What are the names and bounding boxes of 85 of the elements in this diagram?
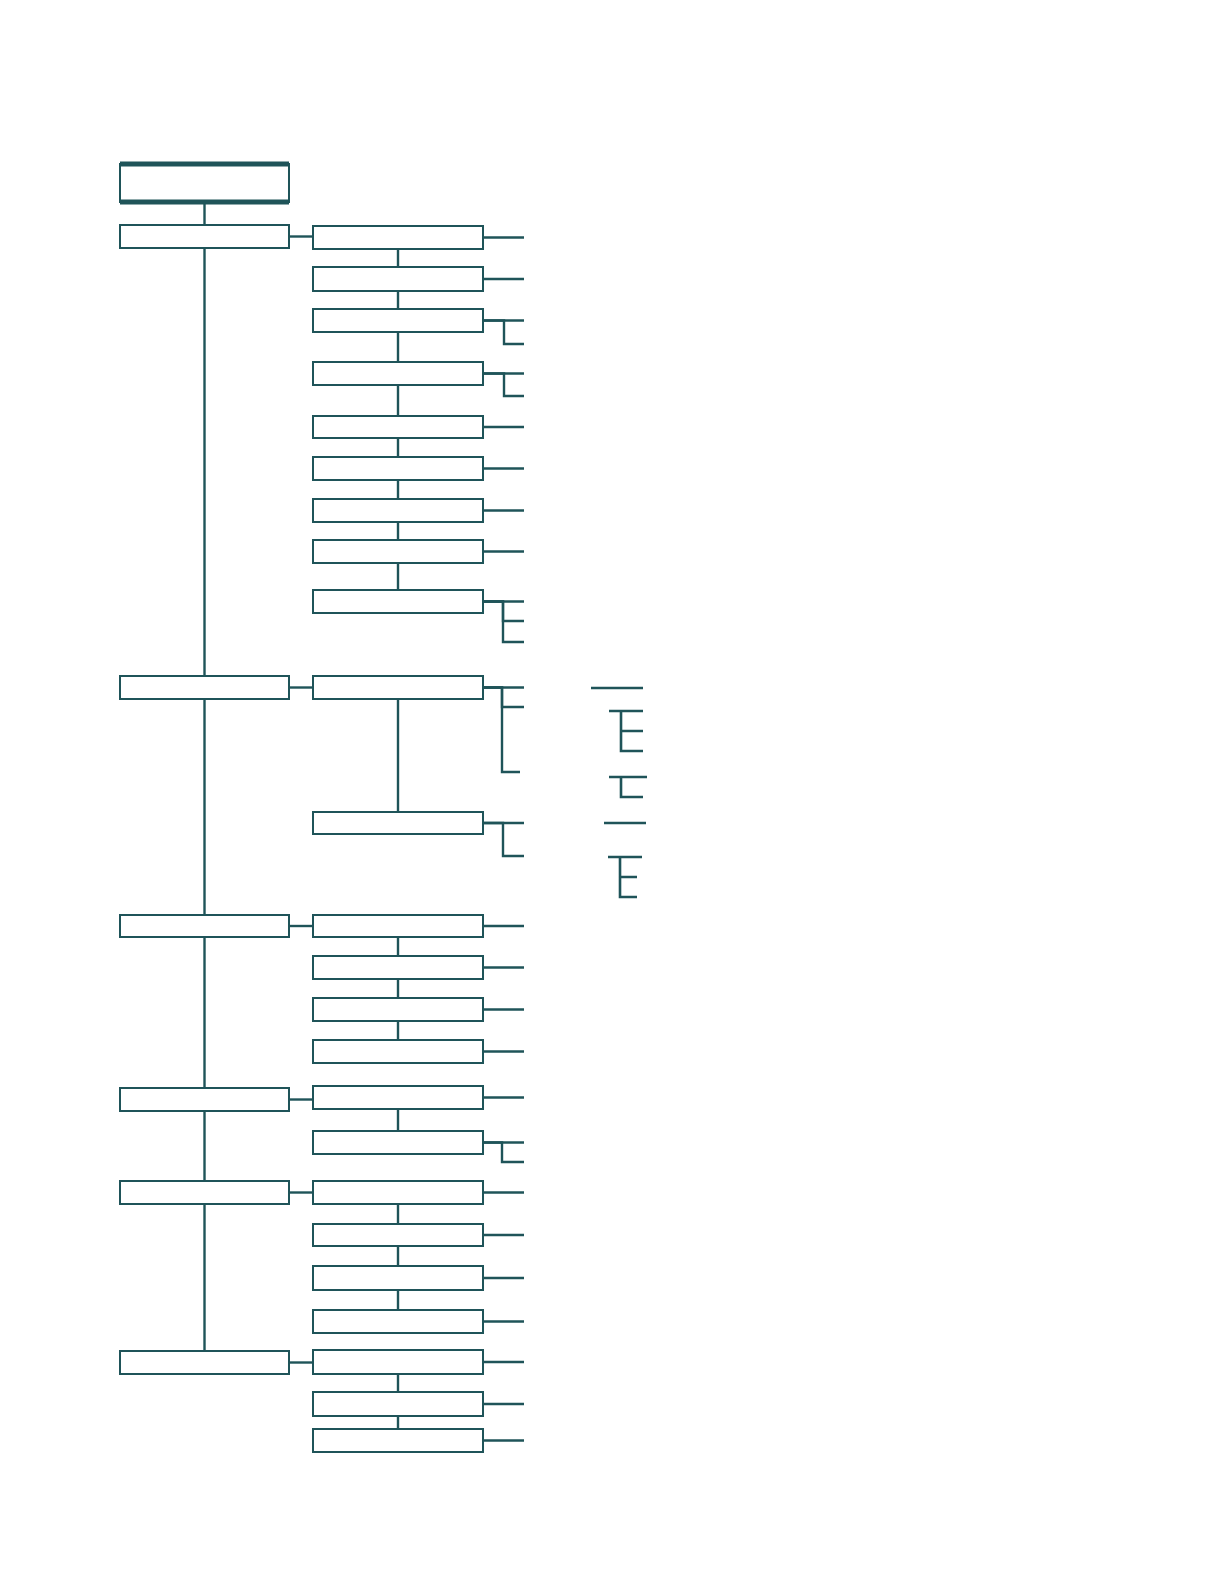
box	[312, 1180, 484, 1205]
connector-line	[203, 700, 206, 914]
connector-line	[203, 249, 206, 675]
connector-line	[484, 686, 520, 774]
connector-line	[484, 467, 524, 470]
connector-line	[484, 1360, 524, 1364]
connector-line	[484, 1050, 524, 1053]
connector-line	[484, 1096, 524, 1099]
connector-line	[484, 550, 524, 553]
box	[312, 914, 484, 938]
connector-line	[396, 700, 400, 811]
box	[312, 1130, 484, 1155]
connector-line	[396, 1205, 400, 1223]
box	[312, 589, 484, 614]
box	[312, 456, 484, 481]
box	[312, 997, 484, 1022]
title-box	[119, 161, 290, 205]
box	[119, 1350, 290, 1375]
connector-line	[396, 292, 400, 308]
box	[312, 266, 484, 292]
connector-line	[290, 686, 312, 689]
box	[312, 811, 484, 835]
connector-line	[484, 1233, 524, 1237]
connector-line	[484, 372, 524, 398]
connector-line	[290, 1191, 312, 1194]
connector-line	[484, 236, 524, 239]
box	[312, 1349, 484, 1375]
connector-line	[484, 425, 524, 429]
box	[312, 1223, 484, 1247]
connector-line	[290, 235, 312, 238]
connector-line	[396, 1375, 400, 1391]
connector-line	[484, 966, 524, 969]
box	[312, 1265, 484, 1291]
connector-line	[396, 439, 400, 456]
connector-line	[396, 386, 400, 415]
connector-line	[396, 250, 400, 266]
box	[312, 955, 484, 980]
connector-line	[203, 1112, 206, 1180]
connector-line	[484, 821, 524, 858]
connector-line	[396, 481, 400, 498]
box	[119, 1087, 290, 1112]
connector-line	[396, 564, 400, 589]
box	[312, 539, 484, 564]
connector-line	[484, 1276, 524, 1280]
connector-line	[484, 1191, 524, 1194]
connector-line	[484, 319, 524, 346]
connector-line	[396, 980, 400, 997]
box	[119, 675, 290, 700]
connector-line	[396, 1291, 400, 1309]
box	[312, 1085, 484, 1110]
connector-line	[484, 277, 524, 281]
box	[119, 1180, 290, 1205]
connector-line	[290, 1098, 312, 1101]
connector-line	[396, 523, 400, 539]
box	[119, 224, 290, 249]
connector-line	[396, 1110, 400, 1130]
connector-line	[484, 924, 524, 928]
box	[312, 1391, 484, 1417]
box	[312, 675, 484, 700]
box	[312, 308, 484, 333]
connector-line	[484, 1141, 524, 1164]
connector-line	[203, 938, 206, 1087]
connector-line	[203, 203, 206, 224]
connector-line	[484, 1320, 524, 1323]
connector-line	[396, 938, 400, 955]
connector-line	[290, 1361, 312, 1364]
connector-line	[396, 1417, 400, 1428]
connector-line	[396, 1247, 400, 1265]
box	[119, 914, 290, 938]
box	[312, 361, 484, 386]
box	[312, 225, 484, 250]
connector-line	[484, 1402, 524, 1406]
connector-line	[484, 1008, 524, 1011]
box	[312, 1039, 484, 1064]
connector-line	[396, 333, 400, 361]
box	[312, 498, 484, 523]
connector-line	[484, 600, 524, 644]
connector-line	[484, 1439, 524, 1442]
box	[312, 415, 484, 439]
box	[312, 1428, 484, 1453]
connector-line	[290, 924, 312, 928]
box	[312, 1309, 484, 1334]
connector-line	[396, 1022, 400, 1039]
connector-line	[484, 509, 524, 512]
connector-line	[203, 1205, 206, 1350]
